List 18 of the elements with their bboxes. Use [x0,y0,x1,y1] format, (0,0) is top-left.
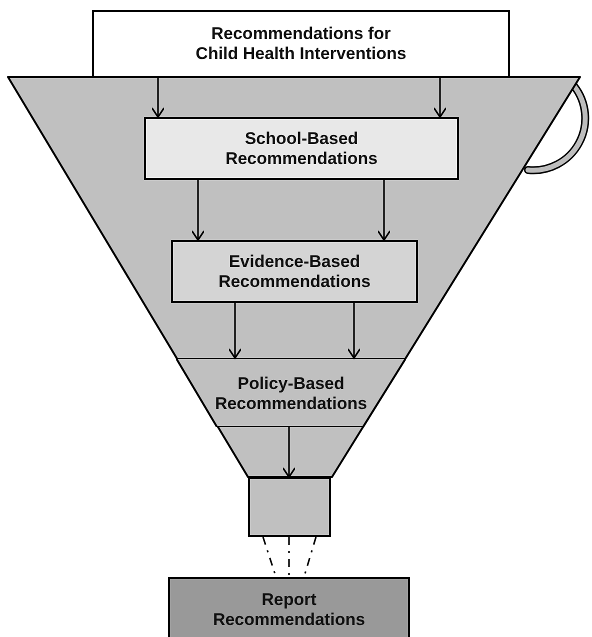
output-box [168,577,410,637]
arrow [377,180,391,241]
arrow [228,303,242,359]
arrow [282,427,296,478]
arrow [347,303,361,359]
box-label: Report Recommendations [212,590,366,630]
title-box [92,10,510,78]
process-box [144,117,459,180]
arrow [151,78,165,118]
arrow [191,180,205,241]
process-box [171,240,418,303]
box-label: School-Based Recommendations [224,128,379,168]
dashed-line [288,537,290,577]
box-label: Recommendations for Child Health Interventions [194,24,408,64]
box-shape [248,477,331,537]
box-label: Policy-Based Recommendations [214,374,368,414]
box-label: Evidence-Based Recommendations [217,252,372,292]
arrow [433,78,447,118]
